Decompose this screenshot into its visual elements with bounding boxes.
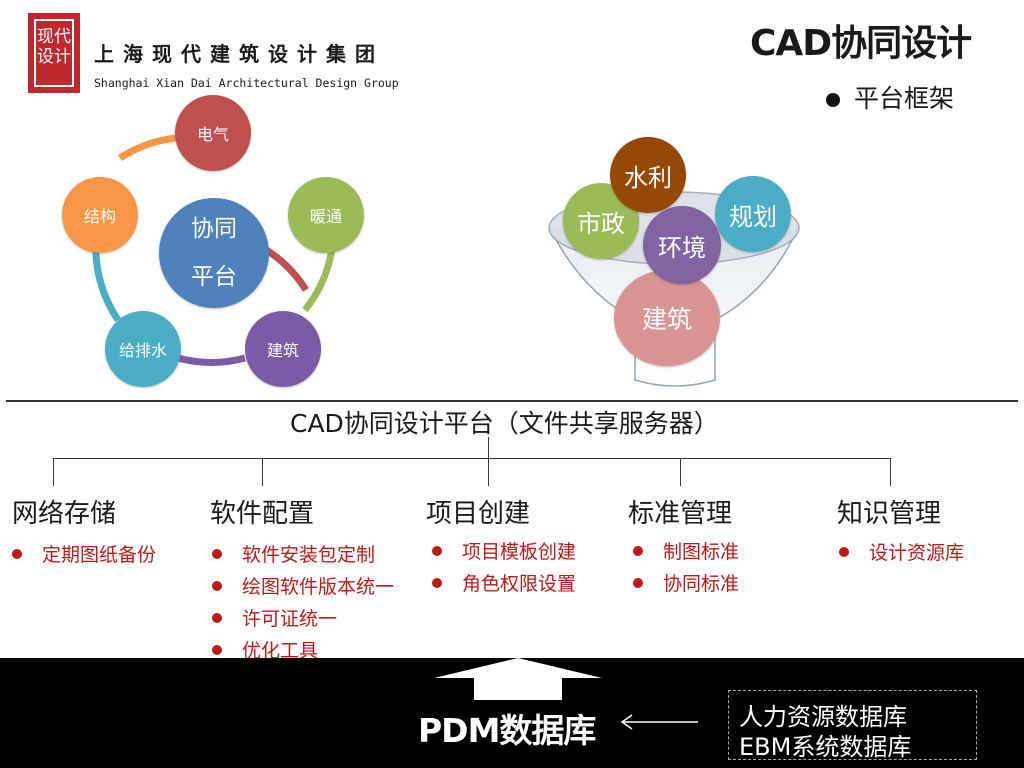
category-standard-management: 标准管理 (628, 499, 733, 529)
node-electric: 电气 (175, 95, 251, 171)
arc-structure-electric (118, 134, 177, 161)
platform-title: CAD协同设计平台（文件共享服务器） (290, 409, 719, 438)
node-water: 给排水 (105, 311, 181, 387)
bullet-icon (432, 577, 442, 588)
list-item: 软件安装包定制 (212, 540, 375, 567)
list-item: 许可证统一 (212, 604, 337, 631)
bullet-icon (212, 548, 222, 559)
logo-text-line2: 设计 (37, 47, 71, 67)
tree-connector-2 (262, 458, 263, 486)
category-network-storage: 网络存储 (12, 499, 117, 529)
tree-connector-1 (53, 458, 54, 486)
bullet-icon (839, 546, 849, 557)
tree-branch-line (53, 458, 891, 459)
tree-connector-3 (488, 458, 489, 486)
source-database-box: 人力资源数据库 EBM系统数据库 (728, 690, 977, 761)
ball-environment: 环境 (643, 206, 721, 284)
ball-architecture: 建筑 (614, 270, 720, 366)
center-node-label-2: 平台 (191, 264, 237, 290)
arc-architecture-water (177, 354, 246, 366)
list-item: 绘图软件版本统一 (212, 572, 394, 599)
node-hvac: 暖通 (288, 177, 364, 253)
list-item: 角色权限设置 (432, 569, 576, 596)
tree-connector-5 (890, 458, 891, 486)
bullet-icon (633, 577, 643, 588)
list-item: 优化工具 (212, 636, 318, 663)
ebm-database-label: EBM系统数据库 (739, 733, 912, 761)
bullet-icon (12, 548, 22, 559)
tree-connector-4 (680, 458, 681, 486)
list-item: 协同标准 (633, 569, 739, 596)
bullet-icon (212, 580, 222, 591)
bullet-icon (826, 93, 840, 107)
ball-water-conservancy: 水利 (610, 137, 686, 213)
left-arrow-icon (620, 714, 698, 730)
center-node-label-1: 协同 (191, 216, 237, 242)
ball-planning: 规划 (715, 176, 791, 252)
bullet-icon (212, 612, 222, 623)
tree-trunk (488, 437, 489, 459)
list-item: 项目模板创建 (432, 537, 576, 564)
category-software-config: 软件配置 (210, 499, 315, 529)
list-item: 制图标准 (633, 537, 739, 564)
page-subtitle: 平台框架 (826, 79, 954, 115)
up-arrow-icon (434, 658, 602, 700)
category-knowledge-management: 知识管理 (837, 499, 942, 529)
pdm-database-label: PDM数据库 (418, 711, 596, 750)
section-divider (6, 400, 1018, 402)
node-structure: 结构 (62, 177, 138, 253)
company-name-en: Shanghai Xian Dai Architectural Design G… (94, 76, 399, 90)
category-project-creation: 项目创建 (426, 499, 531, 529)
page-title: CAD协同设计 (750, 23, 972, 64)
center-node: 协同 平台 (159, 198, 269, 308)
subtitle-text: 平台框架 (854, 84, 955, 113)
list-item: 设计资源库 (839, 538, 964, 565)
hr-database-label: 人力资源数据库 (739, 703, 907, 731)
logo-text-line1: 现代 (37, 27, 71, 47)
company-name-cn: 上海现代建筑设计集团 (94, 42, 384, 66)
node-architecture: 建筑 (245, 311, 321, 387)
list-item: 定期图纸备份 (12, 540, 156, 567)
bullet-icon (432, 545, 442, 556)
company-logo: 现代 设计 (28, 13, 80, 93)
bullet-icon (212, 644, 222, 655)
bullet-icon (633, 545, 643, 556)
